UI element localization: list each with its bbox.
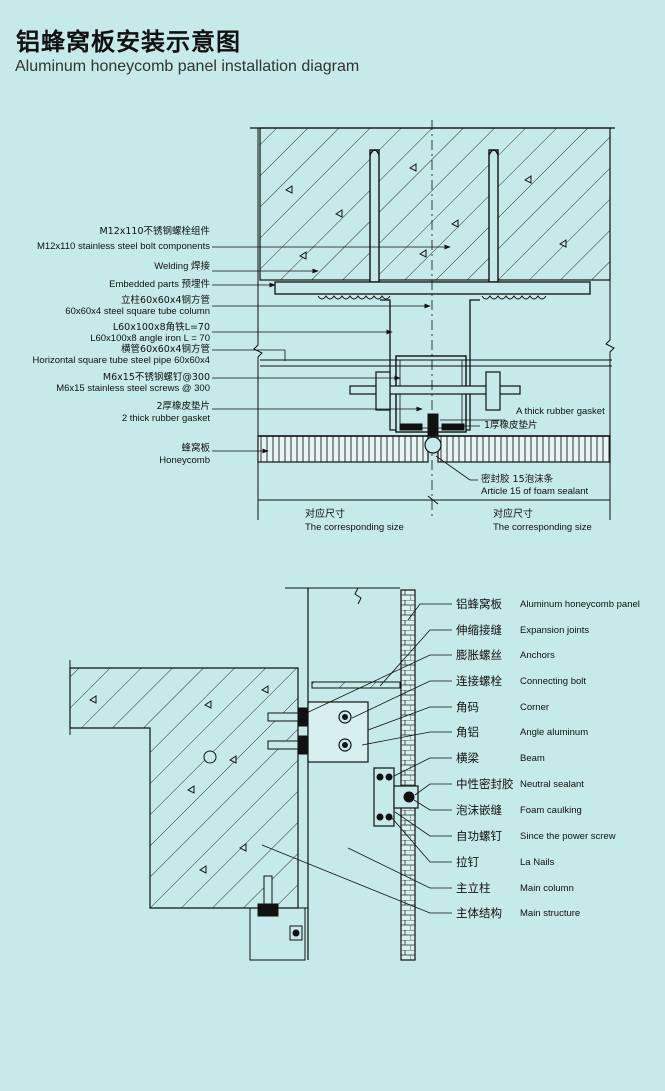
label-gasket-cn: 2厚橡皮垫片 bbox=[156, 400, 210, 412]
b-label-2-en: Anchors bbox=[520, 650, 555, 661]
label-gasket1-cn: 1厚橡皮垫片 bbox=[484, 419, 538, 431]
b-label-0-cn: 铝蜂窝板 bbox=[456, 597, 502, 611]
label-bolt-cn: M12x110不锈钢螺栓组件 bbox=[99, 225, 210, 237]
top-right-labels: A thick rubber gasket 1厚橡皮垫片 密封胶 15泡沫条 A… bbox=[305, 406, 605, 533]
b-label-11-en: Main column bbox=[520, 883, 574, 894]
b-label-9-cn: 自功螺钉 bbox=[456, 829, 502, 843]
label-honeycomb-cn: 蜂窝板 bbox=[181, 442, 210, 454]
title-en: Aluminum honeycomb panel installation di… bbox=[15, 58, 360, 75]
b-label-6-en: Beam bbox=[520, 753, 545, 764]
b-label-7-cn: 中性密封胶 bbox=[456, 777, 514, 791]
b-label-8-en: Foam caulking bbox=[520, 805, 582, 816]
b-label-11-cn: 主立柱 bbox=[456, 881, 491, 895]
bottom-label-group: 铝蜂窝板 Aluminum honeycomb panel 伸缩接缝 Expan… bbox=[456, 597, 640, 920]
label-sealant-en: Article 15 of foam sealant bbox=[481, 486, 589, 497]
label-honeycomb-en: Honeycomb bbox=[159, 455, 210, 466]
b-label-8-cn: 泡沫嵌缝 bbox=[456, 803, 502, 817]
b-label-5-cn: 角铝 bbox=[456, 725, 479, 739]
dim-left-en: The corresponding size bbox=[305, 522, 404, 533]
b-label-3-cn: 连接螺栓 bbox=[456, 674, 502, 688]
b-label-10-en: La Nails bbox=[520, 857, 555, 868]
label-welding: Welding 焊接 bbox=[154, 260, 210, 272]
b-label-12-en: Main structure bbox=[520, 908, 580, 919]
label-embedded: Embedded parts 预埋件 bbox=[109, 278, 210, 290]
b-label-0-en: Aluminum honeycomb panel bbox=[520, 599, 640, 610]
label-bolt-en: M12x110 stainless steel bolt components bbox=[37, 241, 210, 252]
b-label-1-cn: 伸缩接缝 bbox=[456, 623, 502, 637]
b-label-2-cn: 膨胀螺丝 bbox=[456, 648, 502, 662]
top-section-drawing bbox=[250, 120, 615, 520]
label-column-en: 60x60x4 steel square tube column bbox=[65, 306, 210, 317]
dim-right-cn: 对应尺寸 bbox=[493, 507, 533, 520]
label-horiz-en: Horizontal square tube steel pipe 60x60x… bbox=[33, 355, 210, 366]
dim-left-cn: 对应尺寸 bbox=[305, 507, 345, 520]
b-label-4-cn: 角码 bbox=[456, 700, 479, 714]
b-label-5-en: Angle aluminum bbox=[520, 727, 588, 738]
label-angle-cn: L60x100x8角铁L=70 bbox=[113, 321, 210, 333]
label-angle-en: L60x100x8 angle iron L = 70 bbox=[90, 333, 210, 344]
b-label-3-en: Connecting bolt bbox=[520, 676, 586, 687]
label-screw-cn: M6x15不锈钢螺钉@300 bbox=[103, 371, 210, 383]
b-label-6-cn: 横梁 bbox=[456, 751, 479, 765]
label-horiz-cn: 横管60x60x4钢方管 bbox=[121, 343, 210, 355]
label-column-cn: 立柱60x60x4钢方管 bbox=[121, 294, 210, 306]
label-gasket1-en: A thick rubber gasket bbox=[516, 406, 605, 417]
b-label-1-en: Expansion joints bbox=[520, 625, 589, 636]
label-sealant-cn: 密封胶 15泡沫条 bbox=[481, 473, 554, 485]
bottom-section-drawing bbox=[69, 587, 419, 961]
b-label-4-en: Corner bbox=[520, 702, 549, 713]
dim-right-en: The corresponding size bbox=[493, 522, 592, 533]
b-label-7-en: Neutral sealant bbox=[520, 779, 584, 790]
top-label-group: M12x110不锈钢螺栓组件 M12x110 stainless steel b… bbox=[33, 225, 211, 466]
label-screw-en: M6x15 stainless steel screws @ 300 bbox=[56, 383, 210, 394]
b-label-10-cn: 拉钉 bbox=[456, 855, 479, 869]
label-gasket-en: 2 thick rubber gasket bbox=[122, 413, 211, 424]
top-leaders bbox=[212, 244, 505, 481]
title-cn: 铝蜂窝板安装示意图 bbox=[16, 27, 241, 56]
b-label-12-cn: 主体结构 bbox=[456, 906, 502, 920]
bottom-leaders bbox=[261, 603, 452, 914]
b-label-9-en: Since the power screw bbox=[520, 831, 616, 842]
